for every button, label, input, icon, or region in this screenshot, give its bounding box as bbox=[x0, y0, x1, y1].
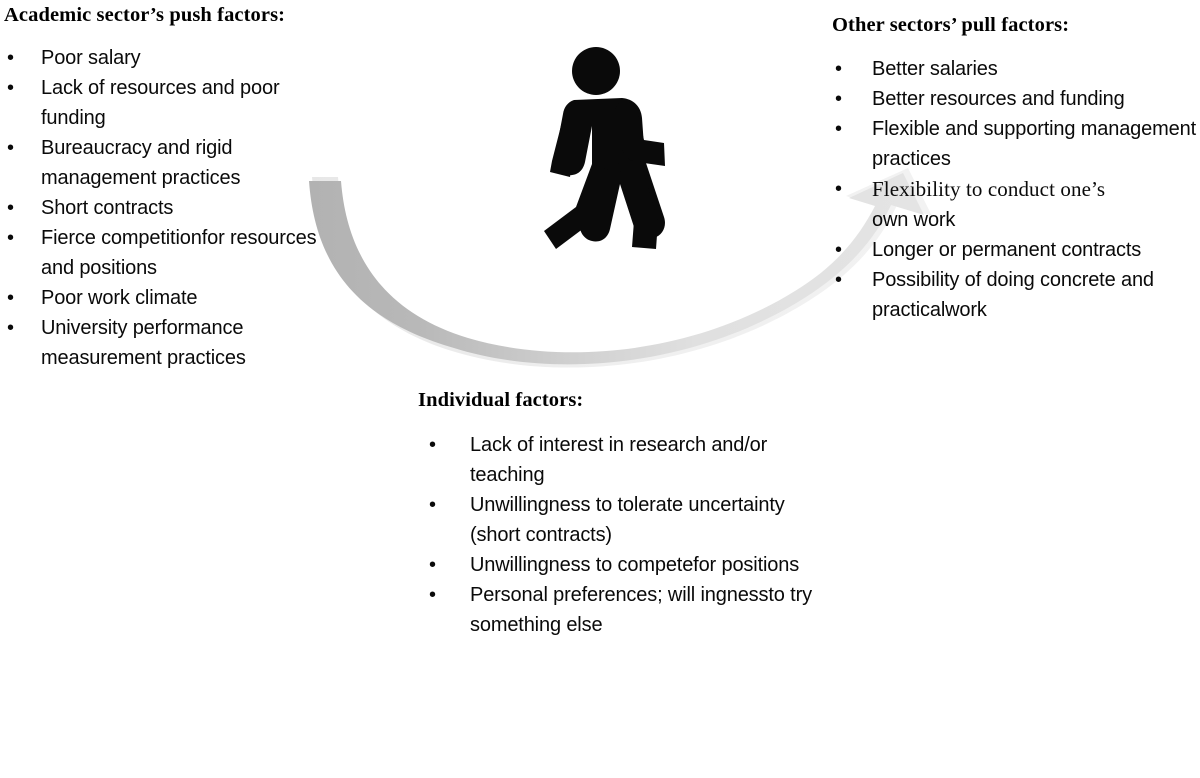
list-item: • University performance measurement pra… bbox=[4, 313, 334, 373]
list-item: • Longer or permanent contracts bbox=[832, 235, 1200, 265]
walking-person-icon bbox=[544, 47, 665, 249]
bullet-icon: • bbox=[7, 197, 14, 219]
pull-factors-list: • Better salaries • Better resources and… bbox=[832, 54, 1200, 325]
individual-factors-list: • Lack of interest in research and/or te… bbox=[418, 430, 818, 640]
list-item: • Fierce competitionfor resources and po… bbox=[4, 223, 334, 283]
bullet-icon: • bbox=[429, 494, 436, 516]
individual-factors-column: Individual factors: • Lack of interest i… bbox=[418, 387, 818, 640]
bullet-icon: • bbox=[835, 88, 842, 110]
list-item: • Lack of interest in research and/or te… bbox=[418, 430, 818, 490]
list-item: • Lack of resources and poor funding bbox=[4, 73, 334, 133]
bullet-icon: • bbox=[429, 434, 436, 456]
list-item: • Better resources and funding bbox=[832, 84, 1200, 114]
list-item: • Bureaucracy and rigid management pract… bbox=[4, 133, 334, 193]
list-item: • Unwillingness to tolerate uncertainty … bbox=[418, 490, 818, 550]
list-item: • Personal preferences; will ingnessto t… bbox=[418, 580, 818, 640]
bullet-icon: • bbox=[835, 118, 842, 140]
list-item: • Better salaries bbox=[832, 54, 1200, 84]
bullet-icon: • bbox=[429, 584, 436, 606]
list-item: • Flexibility to conduct one’s own work bbox=[832, 174, 1200, 235]
push-factors-column: Academic sector’s push factors: • Poor s… bbox=[4, 2, 334, 373]
bullet-icon: • bbox=[835, 58, 842, 80]
list-item: • Poor work climate bbox=[4, 283, 334, 313]
serif-head: Flexibility to conduct one’s bbox=[872, 177, 1106, 201]
push-factors-heading: Academic sector’s push factors: bbox=[4, 4, 286, 26]
list-item: • Unwillingness to competefor positions bbox=[418, 550, 818, 580]
bullet-icon: • bbox=[7, 227, 14, 249]
bullet-icon: • bbox=[7, 137, 14, 159]
bullet-icon: • bbox=[7, 287, 14, 309]
bullet-icon: • bbox=[835, 269, 842, 291]
pull-factors-heading: Other sectors’ pull factors: bbox=[832, 14, 1070, 36]
bullet-icon: • bbox=[7, 317, 14, 339]
bullet-icon: • bbox=[7, 77, 14, 99]
push-factors-list: • Poor salary • Lack of resources and po… bbox=[4, 43, 334, 373]
bullet-icon: • bbox=[7, 47, 14, 69]
bullet-icon: • bbox=[429, 554, 436, 576]
bullet-icon: • bbox=[835, 178, 842, 200]
serif-tail: own work bbox=[872, 209, 956, 231]
pull-factors-column: Other sectors’ pull factors: • Better sa… bbox=[832, 12, 1200, 325]
list-item: • Short contracts bbox=[4, 193, 334, 223]
list-item: • Flexible and supporting management pra… bbox=[832, 114, 1200, 174]
list-item: • Possibility of doing concrete and prac… bbox=[832, 265, 1200, 325]
bullet-icon: • bbox=[835, 239, 842, 261]
list-item: • Poor salary bbox=[4, 43, 334, 73]
individual-factors-heading: Individual factors: bbox=[418, 389, 584, 411]
